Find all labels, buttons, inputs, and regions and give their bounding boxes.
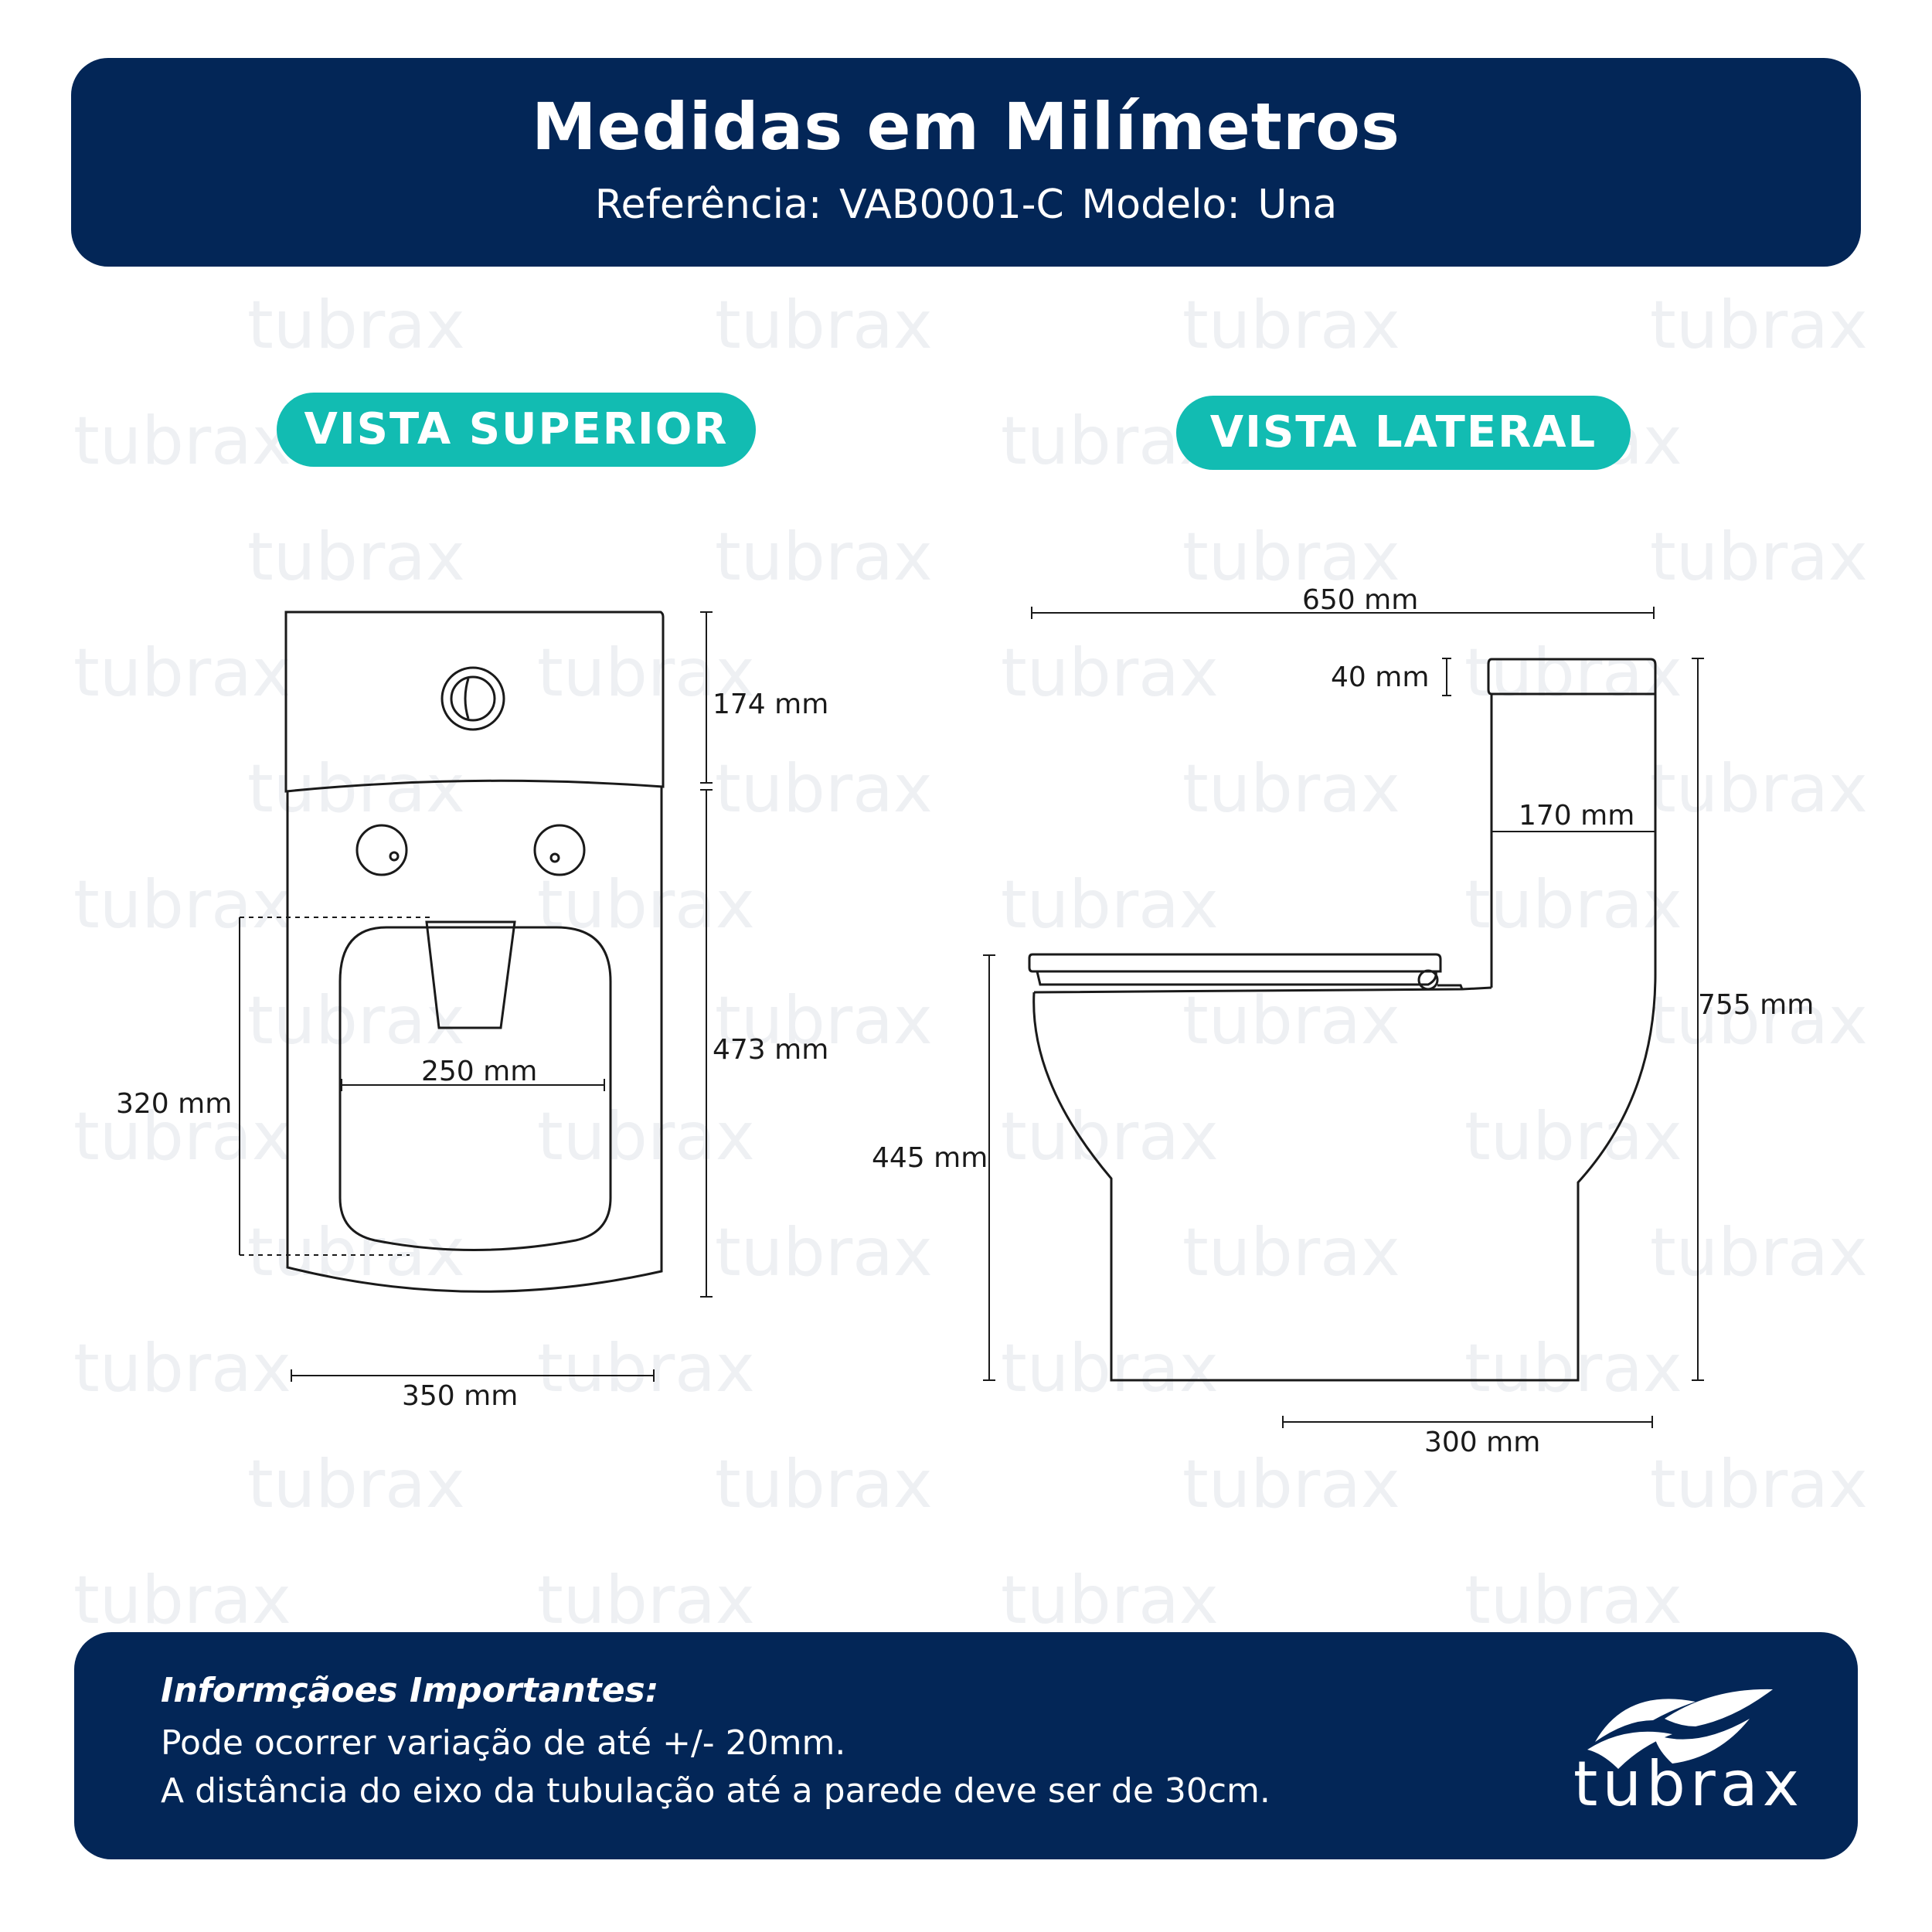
dim-label-445: 445 mm	[872, 1142, 988, 1174]
dim-label-755: 755 mm	[1698, 989, 1814, 1021]
bolt-cap-left-hole	[389, 851, 400, 862]
watermark-text: tubrax	[715, 287, 933, 364]
watermark-text: tubrax	[1464, 866, 1682, 944]
watermark-text: tubrax	[715, 750, 933, 828]
side-view-drawing	[983, 607, 1704, 1428]
watermark-text: tubrax	[247, 750, 465, 828]
seat-hinge-tab	[425, 920, 516, 1029]
flush-button-inner	[450, 675, 496, 722]
header-banner: Medidas em Milímetros Referência: VAB000…	[71, 58, 1861, 267]
watermark-text: tubrax	[1001, 1330, 1219, 1407]
flush-button-outer	[440, 666, 505, 731]
dim-label-170: 170 mm	[1519, 800, 1634, 832]
dim-label-174: 174 mm	[713, 689, 828, 720]
watermark-text: tubrax	[537, 866, 755, 944]
seat-hinge-base	[1437, 984, 1464, 990]
watermark-text: tubrax	[1182, 982, 1400, 1060]
watermark-text: tubrax	[1001, 634, 1219, 712]
watermark-text: tubrax	[247, 982, 465, 1060]
info-line-tolerance: Pode ocorrer variação de até +/- 20mm.	[161, 1723, 846, 1763]
watermark-text: tubrax	[537, 634, 755, 712]
top-view-label: VISTA SUPERIOR	[277, 393, 756, 467]
watermark-text: tubrax	[247, 1214, 465, 1291]
watermark-text: tubrax	[715, 519, 933, 596]
tank-lid	[1487, 658, 1657, 696]
seat-lid	[1028, 953, 1442, 973]
watermark-text: tubrax	[537, 1098, 755, 1175]
watermark-text: tubrax	[73, 403, 291, 480]
info-title: Informçãoes Importantes:	[161, 1671, 659, 1710]
info-line-pipe-distance: A distância do eixo da tubulação até a p…	[161, 1771, 1270, 1811]
watermark-text: tubrax	[1650, 519, 1868, 596]
watermark-text: tubrax	[715, 982, 933, 1060]
watermark-text: tubrax	[1464, 1562, 1682, 1639]
watermark-text: tubrax	[1650, 750, 1868, 828]
footer-banner: Informçãoes Importantes: Pode ocorrer va…	[74, 1632, 1858, 1859]
dim-label-250: 250 mm	[421, 1056, 537, 1087]
watermark-text: tubrax	[537, 1562, 755, 1639]
seat-ring	[1036, 971, 1437, 986]
watermark-text: tubrax	[1182, 519, 1400, 596]
watermark-text: tubrax	[537, 1330, 755, 1407]
watermark-text: tubrax	[247, 519, 465, 596]
bowl-body	[1032, 694, 1657, 1382]
watermark-text: tubrax	[1182, 750, 1400, 828]
watermark-text: tubrax	[73, 634, 291, 712]
watermark-text: tubrax	[247, 1446, 465, 1523]
seat-opening	[338, 926, 612, 1251]
watermark-text: tubrax	[715, 1214, 933, 1291]
bolt-cap-left	[355, 824, 408, 876]
bolt-cap-right-hole	[549, 852, 560, 863]
watermark-text: tubrax	[1464, 1098, 1682, 1175]
dim-label-320: 320 mm	[116, 1088, 232, 1120]
watermark-text: tubrax	[1650, 1214, 1868, 1291]
watermark-text: tubrax	[1001, 866, 1219, 944]
watermark-text: tubrax	[73, 1330, 291, 1407]
brand-name: tubrax	[1573, 1748, 1804, 1820]
dim-label-350: 350 mm	[402, 1380, 518, 1412]
dim-label-473: 473 mm	[713, 1034, 828, 1066]
watermark-text: tubrax	[1464, 1330, 1682, 1407]
watermark-text: tubrax	[1001, 1098, 1219, 1175]
dim-label-300: 300 mm	[1424, 1427, 1540, 1458]
reference-model: Referência: VAB0001-C Modelo: Una	[594, 182, 1338, 228]
watermark-text: tubrax	[1182, 1446, 1400, 1523]
side-view-label: VISTA LATERAL	[1176, 396, 1631, 470]
watermark-text: tubrax	[1650, 287, 1868, 364]
watermark-text: tubrax	[247, 287, 465, 364]
bolt-cap-right	[533, 824, 586, 876]
flush-button-split	[464, 678, 470, 719]
dim-label-40: 40 mm	[1331, 662, 1429, 693]
watermark-text: tubrax	[73, 1562, 291, 1639]
page-title: Medidas em Milímetros	[531, 89, 1401, 165]
top-view-drawing	[239, 611, 713, 1382]
watermark-text: tubrax	[1464, 634, 1682, 712]
brand-logo-icon	[1587, 1689, 1773, 1769]
watermark-text: tubrax	[73, 866, 291, 944]
watermark-text: tubrax	[1650, 1446, 1868, 1523]
watermark-text: tubrax	[715, 1446, 933, 1523]
tank-outline	[284, 611, 665, 793]
watermark-text: tubrax	[1001, 1562, 1219, 1639]
dim-label-650: 650 mm	[1302, 584, 1418, 616]
watermark-text: tubrax	[73, 1098, 291, 1175]
watermark-text: tubrax	[1650, 982, 1868, 1060]
bowl-outline	[286, 787, 663, 1293]
watermark-text: tubrax	[1182, 287, 1400, 364]
watermark-text: tubrax	[1182, 1214, 1400, 1291]
